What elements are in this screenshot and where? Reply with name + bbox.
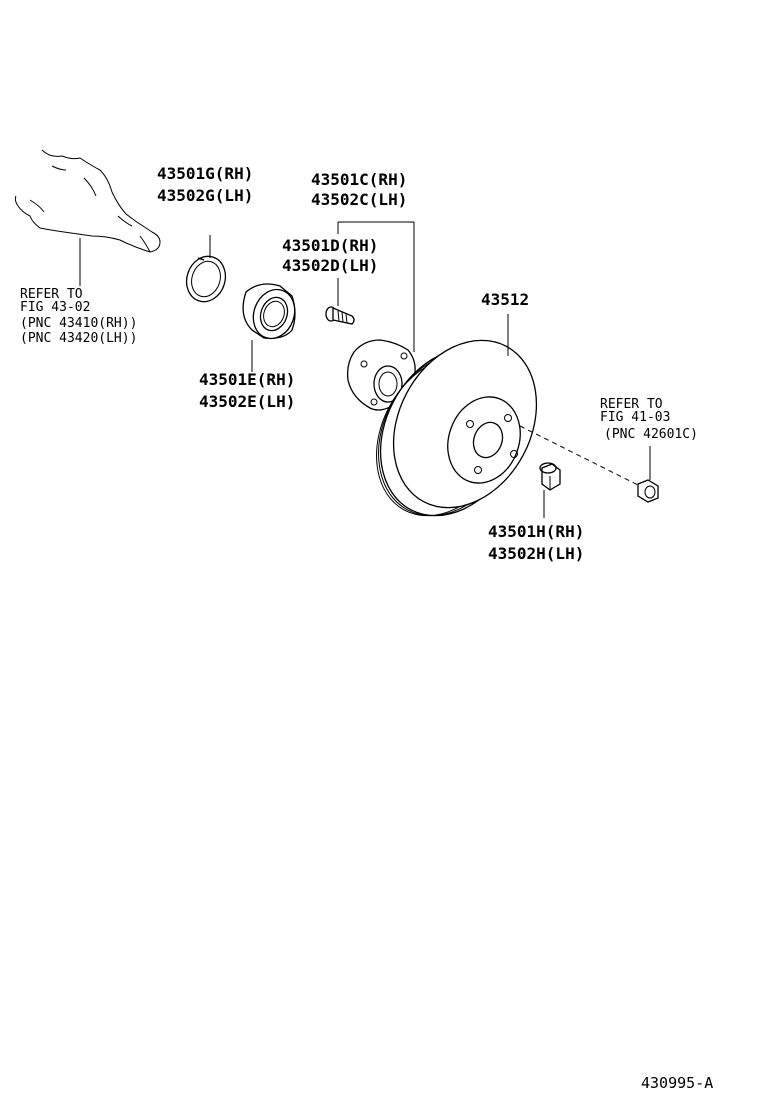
axle-ref-line3: (PNC 43410(RH)) xyxy=(20,316,138,331)
wheel-nut-ref-line1: REFER TO xyxy=(600,397,663,412)
snap-ring-label-rh: 43501G(RH) xyxy=(157,164,254,183)
bearing-label-lh: 43502E(LH) xyxy=(199,392,296,411)
hub-assy-leader xyxy=(337,221,415,352)
hub-assy-label-rh: 43501C(RH) xyxy=(311,170,408,189)
hub-nut-label-lh: 43502H(LH) xyxy=(488,544,585,563)
bearing-icon xyxy=(242,283,296,372)
figure-code: 430995-A xyxy=(641,1074,714,1092)
hub-bolt-label-lh: 43502D(LH) xyxy=(282,256,379,275)
axle-ref-line4: (PNC 43420(LH)) xyxy=(20,331,138,346)
drive-shaft-icon xyxy=(14,149,161,286)
wheel-nut-ref-line2: FIG 41-03 xyxy=(600,410,671,425)
snap-ring-label-lh: 43502G(LH) xyxy=(157,186,254,205)
axle-ref-line2: FIG 43-02 xyxy=(20,300,91,315)
disc-rotor-icon xyxy=(376,314,538,517)
hub-nut-icon xyxy=(539,462,561,518)
axle-ref-line1: REFER TO xyxy=(20,287,83,302)
hub-bolt-label-rh: 43501D(RH) xyxy=(282,236,379,255)
wheel-nut-icon xyxy=(519,425,659,503)
hub-assy-label-lh: 43502C(LH) xyxy=(311,190,408,209)
hub-nut-label-rh: 43501H(RH) xyxy=(488,522,585,541)
bearing-label-rh: 43501E(RH) xyxy=(199,370,296,389)
disc-label: 43512 xyxy=(481,290,530,309)
wheel-nut-ref-line3: (PNC 42601C) xyxy=(604,427,698,442)
snap-ring-icon xyxy=(185,235,227,303)
hub-bolt-icon xyxy=(325,278,355,325)
